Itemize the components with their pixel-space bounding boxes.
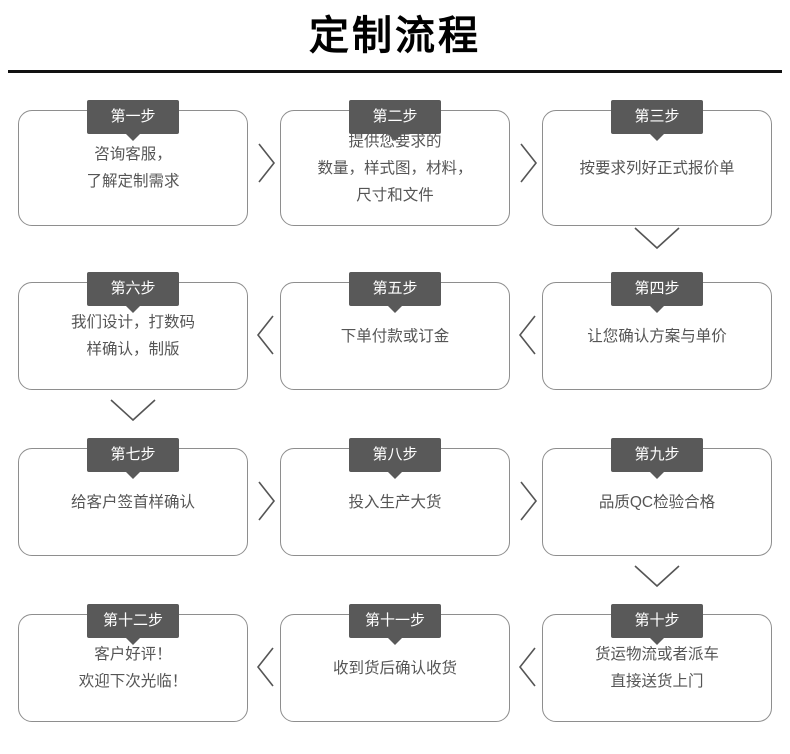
step-badge: 第十二步 <box>87 604 179 638</box>
chevron-right-icon <box>512 136 544 190</box>
step-badge: 第十一步 <box>349 604 441 638</box>
flow-row: 第六步 我们设计，打数码 样确认，制版 第五步 下单付款或订金 第四步 <box>0 250 790 422</box>
process-flow: 第一步 咨询客服， 了解定制需求 第二步 提供您要求的 数量，样式图，材料， 尺… <box>0 78 790 754</box>
step-box: 下单付款或订金 <box>280 282 510 390</box>
step-card: 第六步 我们设计，打数码 样确认，制版 <box>18 272 248 390</box>
chevron-down-icon <box>629 562 685 592</box>
chevron-left-icon <box>512 308 544 362</box>
step-text: 给客户签首样确认 <box>70 493 195 511</box>
step-text: 让您确认方案与单价 <box>587 327 727 345</box>
step-box: 品质QC检验合格 <box>542 448 772 556</box>
flow-row: 第十二步 客户好评！ 欢迎下次光临！ 第十一步 收到货后确认收货 第十步 <box>0 582 790 748</box>
title-divider <box>8 70 782 73</box>
step-badge: 第四步 <box>611 272 703 306</box>
step-card: 第七步 给客户签首样确认 <box>18 438 248 556</box>
step-text: 按要求列好正式报价单 <box>579 159 735 177</box>
flow-row: 第一步 咨询客服， 了解定制需求 第二步 提供您要求的 数量，样式图，材料， 尺… <box>0 78 790 250</box>
chevron-right-icon <box>250 474 282 528</box>
step-text: 我们设计，打数码 样确认，制版 <box>70 314 195 358</box>
step-badge: 第三步 <box>611 100 703 134</box>
step-badge: 第九步 <box>611 438 703 472</box>
step-card: 第二步 提供您要求的 数量，样式图，材料， 尺寸和文件 <box>280 100 510 226</box>
step-badge: 第二步 <box>349 100 441 134</box>
step-card: 第八步 投入生产大货 <box>280 438 510 556</box>
page-title: 定制流程 <box>309 14 481 58</box>
step-text: 投入生产大货 <box>348 493 442 511</box>
step-card: 第九步 品质QC检验合格 <box>542 438 772 556</box>
step-card: 第四步 让您确认方案与单价 <box>542 272 772 390</box>
chevron-left-icon <box>512 640 544 694</box>
step-badge: 第七步 <box>87 438 179 472</box>
chevron-down-icon <box>105 396 161 426</box>
step-badge: 第一步 <box>87 100 179 134</box>
chevron-left-icon <box>250 640 282 694</box>
step-card: 第一步 咨询客服， 了解定制需求 <box>18 100 248 226</box>
flow-row: 第七步 给客户签首样确认 第八步 投入生产大货 第九步 品质QC检验合 <box>0 416 790 588</box>
step-text: 货运物流或者派车 直接送货上门 <box>594 646 719 690</box>
step-text: 提供您要求的 数量，样式图，材料， 尺寸和文件 <box>317 132 473 204</box>
step-text: 下单付款或订金 <box>340 327 450 345</box>
step-badge: 第十步 <box>611 604 703 638</box>
step-text: 客户好评！ 欢迎下次光临！ <box>78 646 188 690</box>
step-badge: 第八步 <box>349 438 441 472</box>
step-card: 第十一步 收到货后确认收货 <box>280 604 510 722</box>
chevron-right-icon <box>250 136 282 190</box>
step-text: 收到货后确认收货 <box>332 659 457 677</box>
step-card: 第十二步 客户好评！ 欢迎下次光临！ <box>18 604 248 722</box>
step-card: 第三步 按要求列好正式报价单 <box>542 100 772 226</box>
step-text: 品质QC检验合格 <box>598 493 716 511</box>
header: 定制流程 <box>0 0 790 78</box>
step-badge: 第五步 <box>349 272 441 306</box>
chevron-left-icon <box>250 308 282 362</box>
chevron-right-icon <box>512 474 544 528</box>
step-badge: 第六步 <box>87 272 179 306</box>
chevron-down-icon <box>629 224 685 254</box>
step-text: 咨询客服， 了解定制需求 <box>86 146 180 190</box>
step-card: 第十步 货运物流或者派车 直接送货上门 <box>542 604 772 722</box>
step-card: 第五步 下单付款或订金 <box>280 272 510 390</box>
